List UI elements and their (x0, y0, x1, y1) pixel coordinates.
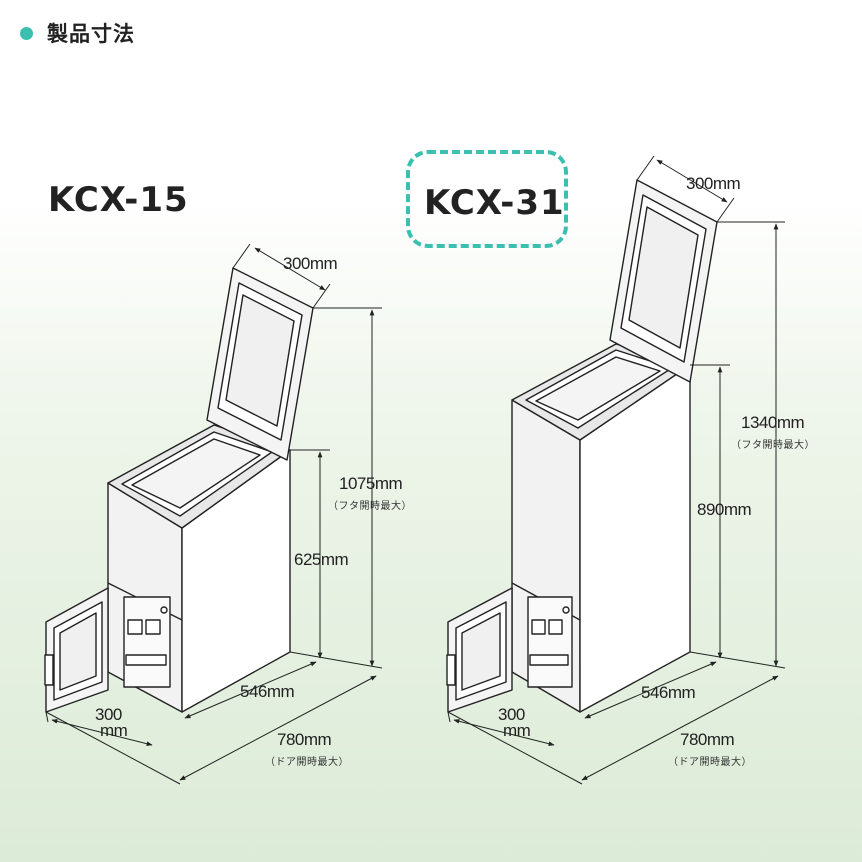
bullet-dot-icon (20, 26, 33, 40)
kcx15-lid-width-label: 300mm (283, 254, 338, 273)
kcx31-door-width-unit: mm (503, 721, 531, 740)
kcx15-total-height-note: （フタ開時最大） (328, 501, 412, 512)
kcx15-door-width-unit: mm (100, 721, 128, 740)
kcx31-body-height-label: 890mm (697, 500, 752, 519)
kcx31-dimension-lines (447, 155, 786, 785)
kcx31-total-height-note: （フタ開時最大） (731, 440, 815, 451)
kcx31-total-height-label: 1340mm (741, 413, 805, 432)
kcx31-door-width-label: 300 (498, 705, 525, 724)
section-header: 製品寸法 (20, 18, 135, 48)
model-highlight-frame (406, 150, 568, 248)
kcx15-total-height-label: 1075mm (339, 474, 403, 493)
kcx31-lid-width-label: 300mm (686, 174, 741, 193)
kcx15-total-depth-note: （ドア開時最大） (265, 757, 349, 768)
kcx15-body-depth-label: 546mm (240, 682, 295, 701)
kcx31-unit-illustration (446, 179, 718, 713)
kcx31-total-depth-note: （ドア開時最大） (668, 757, 752, 768)
kcx15-dimension-lines (45, 243, 383, 785)
section-title: 製品寸法 (47, 22, 135, 46)
kcx15-body-height-label: 625mm (294, 550, 349, 569)
kcx15-unit-illustration (44, 267, 314, 713)
kcx31-body-depth-label: 546mm (641, 683, 696, 702)
kcx15-door-width-label: 300 (95, 705, 122, 724)
kcx31-total-depth-label: 780mm (680, 730, 735, 749)
model-name-kcx15: KCX-15 (48, 180, 189, 220)
kcx15-total-depth-label: 780mm (277, 730, 332, 749)
model-name-kcx31: KCX-31 (424, 183, 565, 223)
